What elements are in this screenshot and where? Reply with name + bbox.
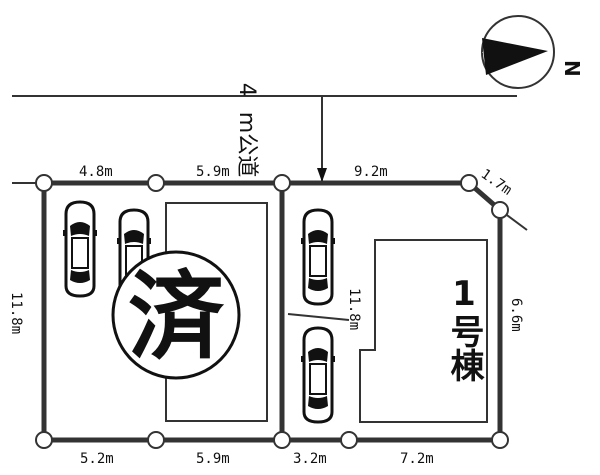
building-label: 1号棟 xyxy=(376,274,484,382)
boundary-marker xyxy=(340,431,358,449)
sold-stamp: 済 xyxy=(111,250,241,380)
svg-text:4 m公道: 4 m公道 xyxy=(234,83,259,177)
boundary-marker xyxy=(35,431,53,449)
boundary-marker xyxy=(147,174,165,192)
dim-lot2-top: 9.2m xyxy=(354,164,388,180)
dim-lot1-top-left: 4.8m xyxy=(79,164,113,180)
dim-lot2-left-side: 11.8m xyxy=(346,288,362,330)
boundary-marker xyxy=(460,174,478,192)
sold-stamp-text: 済 xyxy=(128,261,225,373)
road-label: 4 m公道 xyxy=(234,83,259,177)
dim-lot2-right-side: 6.6m xyxy=(508,298,524,332)
boundary-marker xyxy=(35,174,53,192)
car-icon xyxy=(299,326,337,424)
building-outline-lot2 xyxy=(359,239,488,423)
compass-north-label: N xyxy=(560,60,584,77)
boundary-marker xyxy=(273,431,291,449)
boundary-marker xyxy=(273,174,291,192)
boundary-markers xyxy=(35,174,509,449)
car-icon xyxy=(299,208,337,306)
boundary-marker xyxy=(147,431,165,449)
dim-lot1-left-side: 11.8m xyxy=(8,292,24,334)
dim-lot2-bottom-left: 3.2m xyxy=(293,451,327,467)
dim-lot1-bottom-left: 5.2m xyxy=(80,451,114,467)
boundary-marker xyxy=(491,431,509,449)
road-type-text: m公道 xyxy=(234,112,259,177)
boundary-marker xyxy=(491,201,509,219)
road-width-text: 4 xyxy=(234,83,259,97)
dim-lot2-bottom-right: 7.2m xyxy=(400,451,434,467)
compass-icon: N xyxy=(481,15,584,89)
car-icon xyxy=(61,200,99,298)
dim-lot1-top-right: 5.9m xyxy=(196,164,230,180)
parking-divider xyxy=(287,313,350,321)
lot-boundary xyxy=(41,180,503,443)
dim-lot1-bottom-right: 5.9m xyxy=(196,451,230,467)
arrow-down-icon xyxy=(317,168,327,182)
